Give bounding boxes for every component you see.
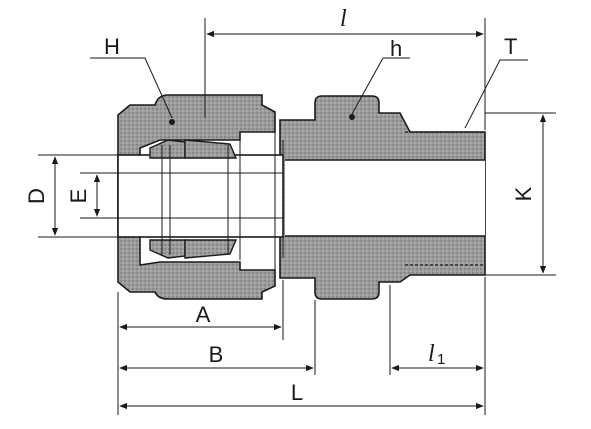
tube [117,154,284,238]
label-K: K [511,186,536,201]
label-L: L [291,380,303,405]
thread-lines [405,131,485,266]
label-H: H [104,34,120,59]
nut-section [117,94,276,300]
dimension-lines [38,18,556,415]
label-T: T [504,34,517,59]
label-l1: l 1 [428,341,445,368]
label-B: B [209,342,224,367]
body-section [279,95,486,300]
label-E: E [66,189,91,204]
label-A: A [196,302,211,327]
label-l: l [340,6,347,32]
label-h: h [390,36,402,61]
ferrules [149,139,238,259]
label-l1-sub: 1 [437,351,445,368]
label-D: D [24,188,49,204]
internal-lines [161,132,284,270]
dot-markers [169,114,355,125]
label-l1-main: l [428,341,435,367]
